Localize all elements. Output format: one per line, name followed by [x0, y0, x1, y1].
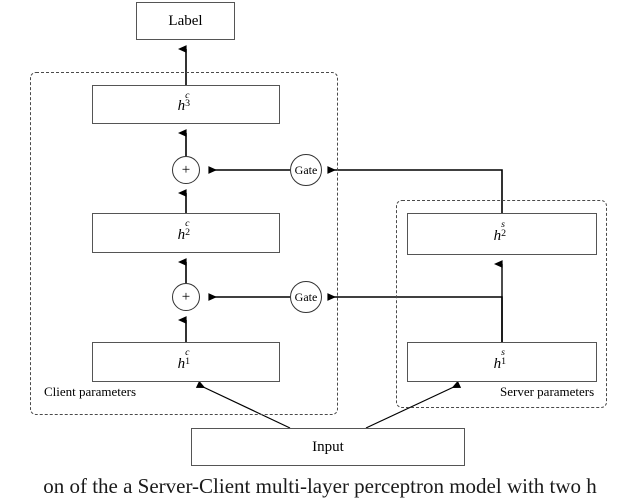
input-node-text: Input [312, 438, 344, 455]
label-node: Label [136, 2, 235, 40]
adder-bottom-node: + [172, 283, 200, 311]
edge-input-to-h1s [365, 380, 462, 429]
adder-bottom-symbol: + [181, 288, 191, 305]
input-node: Input [191, 428, 465, 466]
adder-top-node: + [172, 156, 200, 184]
gate-bottom-node: Gate [290, 281, 322, 313]
client-parameters-region [30, 72, 338, 415]
server-parameters-region [396, 200, 607, 408]
adder-top-symbol: + [181, 161, 191, 178]
gate-top-node: Gate [290, 154, 322, 186]
gate-bottom-text: Gate [294, 289, 318, 304]
label-node-text: Label [168, 12, 203, 29]
figure-caption: on of the a Server-Client multi-layer pe… [43, 474, 597, 498]
edge-h2s-to-gate-top [327, 166, 503, 213]
server-parameters-caption: Server parameters [500, 384, 595, 399]
edge-input-to-h1c [195, 380, 291, 429]
gate-top-text: Gate [294, 162, 318, 177]
client-parameters-caption: Client parameters [44, 384, 137, 399]
